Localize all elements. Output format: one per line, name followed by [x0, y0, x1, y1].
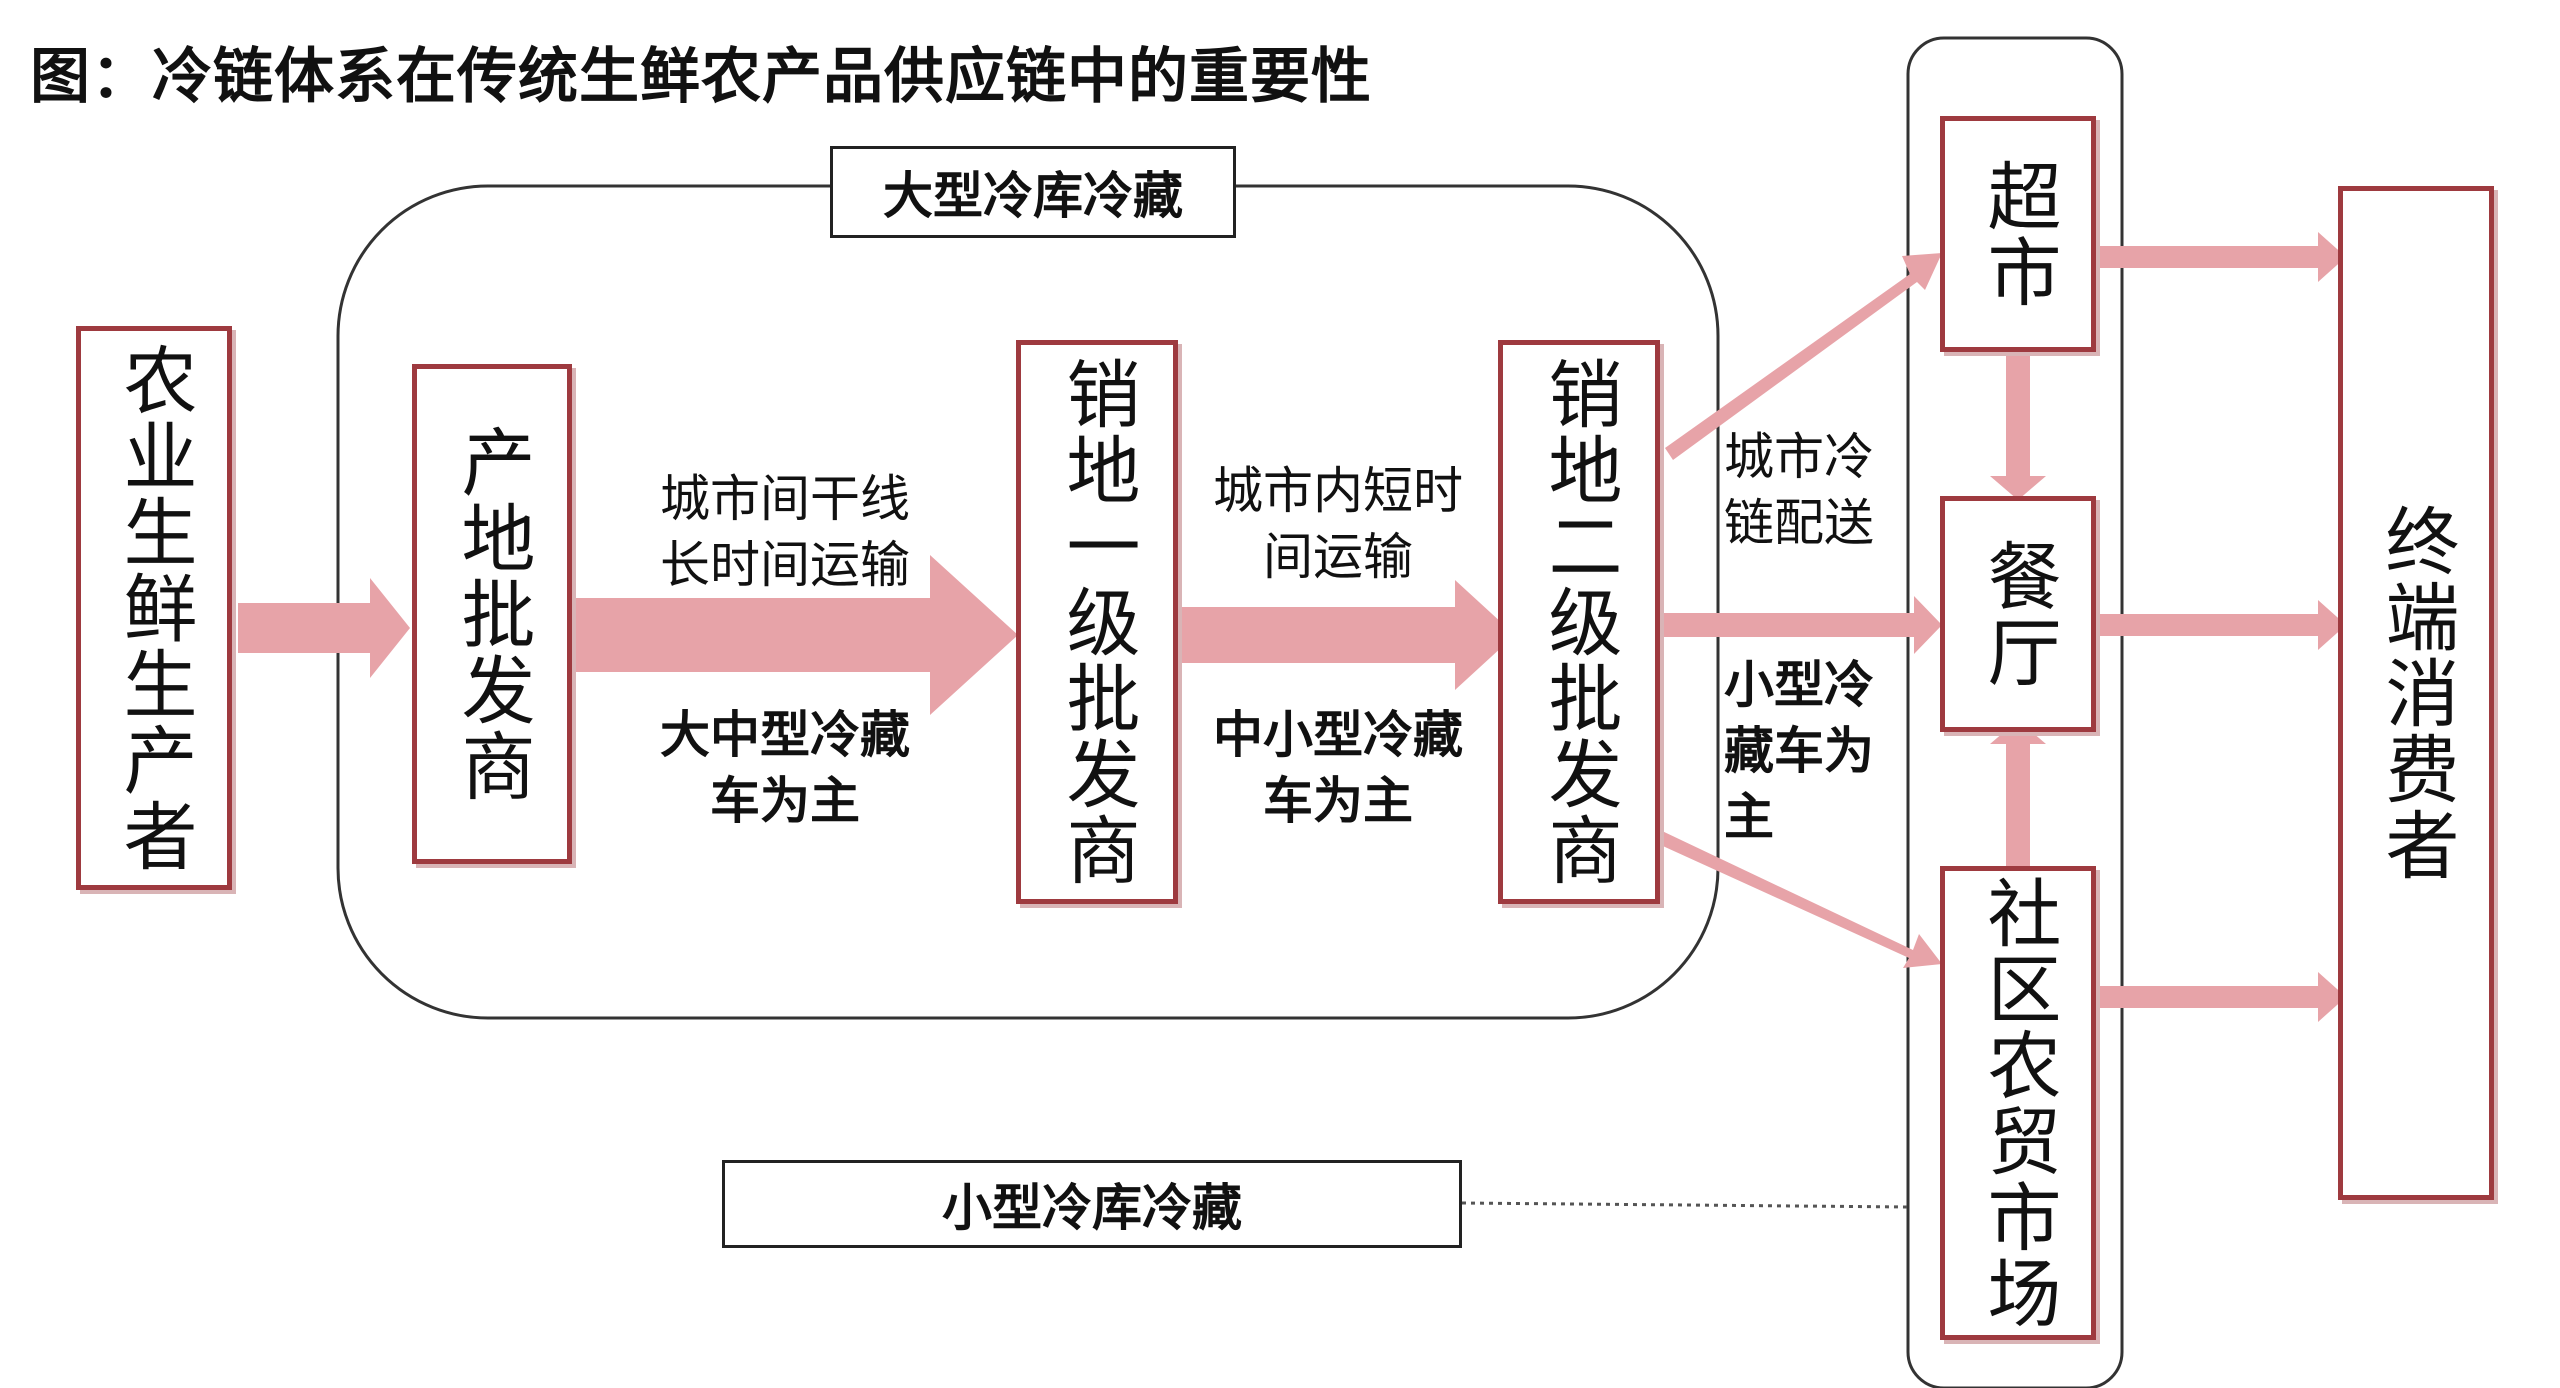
arrow-market-to-restaurant — [1990, 720, 2046, 866]
node-secondary-wholesaler: 销地二级批发商 — [1498, 340, 1660, 904]
arrow-secondary-to-supermarket — [1665, 253, 1942, 460]
small-storage-connector — [1461, 1201, 1909, 1209]
node-producer-label: 农业生鲜生产者 — [111, 342, 197, 874]
intracity-vehicle-line1: 中小型冷藏 — [1213, 706, 1463, 764]
page-title: 图：冷链体系在传统生鲜农产品供应链中的重要性 — [30, 42, 1372, 112]
intercity-line1: 城市间干线 — [660, 470, 910, 528]
node-supermarket-label: 超市 — [1975, 158, 2061, 310]
node-market: 社区农贸市场 — [1940, 866, 2096, 1340]
arrow-secondary-to-restaurant — [1660, 596, 1942, 654]
arrow-producer-to-origin — [238, 578, 410, 678]
node-origin-wholesaler: 产地批发商 — [412, 364, 572, 864]
city-delivery-vehicle-desc: 小型冷 藏车为 主 — [1724, 652, 1896, 850]
delivery-vehicle-line3: 主 — [1724, 788, 1774, 846]
arrow-secondary-to-market — [1654, 830, 1942, 968]
small-storage-label: 小型冷库冷藏 — [722, 1160, 1462, 1248]
arrow-supermarket-to-consumer — [2092, 232, 2346, 282]
node-secondary-wholesaler-label: 销地二级批发商 — [1536, 356, 1622, 888]
node-origin-wholesaler-label: 产地批发商 — [449, 424, 535, 804]
intercity-vehicle-line1: 大中型冷藏 — [660, 706, 910, 764]
node-consumer-label: 终端消费者 — [2373, 503, 2459, 883]
arrow-primary-to-secondary — [1180, 580, 1515, 690]
arrow-supermarket-to-restaurant — [1990, 352, 2046, 500]
node-primary-wholesaler-label: 销地一级批发商 — [1054, 356, 1140, 888]
delivery-line2: 链配送 — [1724, 494, 1874, 552]
arrow-market-to-consumer — [2092, 972, 2346, 1022]
delivery-line1: 城市冷 — [1724, 428, 1874, 486]
intracity-line2: 间运输 — [1263, 528, 1413, 586]
retail-column-container — [1906, 36, 2124, 1388]
node-restaurant: 餐厅 — [1940, 496, 2096, 732]
intercity-transport-desc: 城市间干线 长时间运输 — [612, 466, 958, 598]
intracity-vehicle-desc: 中小型冷藏 车为主 — [1172, 702, 1504, 834]
intercity-vehicle-desc: 大中型冷藏 车为主 — [612, 702, 958, 834]
node-consumer: 终端消费者 — [2338, 186, 2494, 1200]
city-delivery-desc: 城市冷 链配送 — [1724, 424, 1896, 556]
node-supermarket: 超市 — [1940, 116, 2096, 352]
intracity-vehicle-line2: 车为主 — [1263, 772, 1413, 830]
intercity-line2: 长时间运输 — [660, 536, 910, 594]
node-producer: 农业生鲜生产者 — [76, 326, 232, 890]
delivery-vehicle-line1: 小型冷 — [1724, 656, 1874, 714]
arrow-restaurant-to-consumer — [2092, 600, 2346, 650]
arrow-origin-to-primary — [575, 555, 1018, 715]
intracity-line1: 城市内短时 — [1213, 462, 1463, 520]
large-storage-label: 大型冷库冷藏 — [830, 146, 1236, 238]
intracity-transport-desc: 城市内短时 间运输 — [1172, 458, 1504, 590]
node-restaurant-label: 餐厅 — [1975, 538, 2061, 690]
delivery-vehicle-line2: 藏车为 — [1724, 722, 1874, 780]
intercity-vehicle-line2: 车为主 — [710, 772, 860, 830]
node-primary-wholesaler: 销地一级批发商 — [1016, 340, 1178, 904]
node-market-label: 社区农贸市场 — [1975, 875, 2061, 1331]
